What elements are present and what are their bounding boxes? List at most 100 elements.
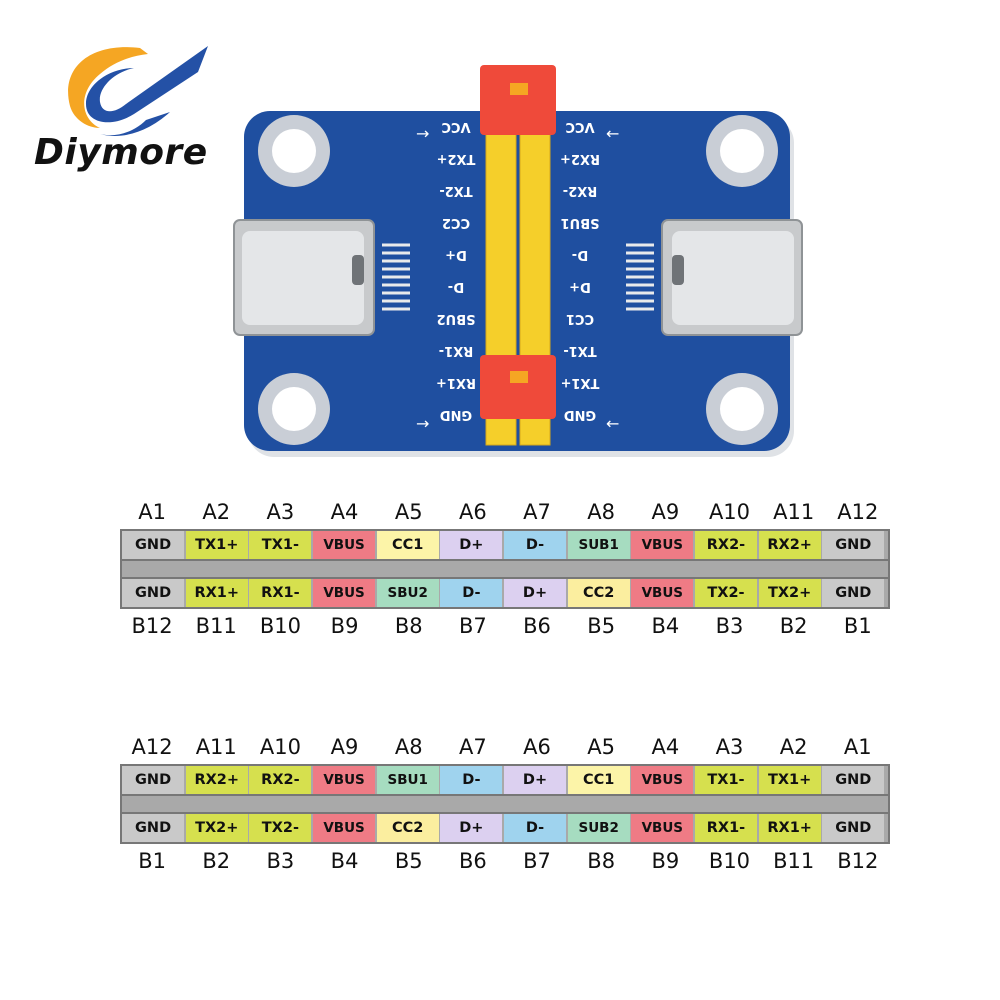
pin-number-label: A10	[708, 500, 751, 524]
pin-cell: D-	[503, 531, 567, 559]
pin-number-label: A10	[259, 735, 301, 759]
brand-logo	[68, 46, 208, 136]
pin-number-label: B2	[202, 849, 231, 873]
pin-number-label: B8	[587, 849, 616, 873]
pin-cell: TX2+	[185, 814, 248, 842]
pin-cell: TX1+	[185, 531, 248, 559]
pin-number-label: A7	[458, 735, 487, 759]
pin-cell: RX2-	[249, 766, 312, 794]
pin-cell: RX2+	[185, 766, 248, 794]
pin-cell: TX1+	[758, 766, 821, 794]
pin-number-label: A9	[651, 500, 680, 524]
pin-cell: CC1	[376, 531, 439, 559]
pin-number-label: A8	[587, 500, 616, 524]
pin-number-label: B12	[131, 614, 173, 638]
silkscreen-label: TX1-	[563, 343, 596, 358]
pin-cell: D+	[440, 814, 503, 842]
silkscreen-label: SBU1	[561, 215, 600, 230]
silkscreen-label: TX2+	[437, 151, 476, 166]
pin-cell: CC2	[376, 814, 439, 842]
silkscreen-label: GND	[440, 407, 473, 422]
silkscreen-label: VCC	[565, 119, 594, 134]
pin-cell: VBUS	[312, 814, 376, 842]
pin-number-label: B5	[394, 849, 423, 873]
pin-number-label: B6	[458, 849, 487, 873]
pin-number-label: B9	[651, 849, 680, 873]
silkscreen-label: D+	[445, 247, 467, 262]
pin-cell: D+	[503, 579, 567, 607]
pin-cell: VBUS	[631, 814, 694, 842]
pin-cell: VBUS	[312, 531, 376, 559]
pin-cell: TX1-	[694, 766, 758, 794]
pin-number-label: A5	[587, 735, 616, 759]
pin-number-label: A12	[837, 500, 879, 524]
pin-cell: GND	[822, 766, 885, 794]
pin-number-label: B3	[715, 614, 744, 638]
arrow-icon: ←	[606, 414, 619, 433]
jumper-bottom	[480, 355, 556, 419]
pin-number-label: A2	[202, 500, 231, 524]
pin-cell: GND	[822, 531, 885, 559]
pin-number-label: B4	[330, 849, 359, 873]
logo-swoosh-blue-tail	[100, 112, 170, 136]
pin-cell: D+	[503, 766, 567, 794]
pin-number-label: A8	[394, 735, 423, 759]
logo-swoosh-blue	[86, 46, 208, 123]
pin-number-label: B7	[523, 849, 551, 873]
pin-cell: SUB2	[567, 814, 630, 842]
usb-c-breakout-board: → ← → ← VCCTX2+TX2-CC2D+D-SBU2RX1-RX1+GN…	[233, 65, 803, 457]
pin-number-label: A11	[195, 735, 237, 759]
pin-cell: RX1+	[185, 579, 248, 607]
pin-number-label: B1	[138, 849, 166, 873]
brand-name: Diymore	[34, 132, 208, 173]
pin-cell: CC2	[567, 579, 630, 607]
pin-number-label: B10	[259, 614, 301, 638]
jumper-top	[480, 65, 556, 135]
silkscreen-label: RX1+	[436, 375, 476, 390]
pin-number-label: A5	[394, 500, 423, 524]
pin-cell: VBUS	[312, 579, 376, 607]
pin-number-label: B5	[587, 614, 616, 638]
silkscreen-label: RX1-	[439, 343, 473, 358]
pin-number-label: A6	[523, 735, 551, 759]
pin-cell: RX2+	[758, 531, 821, 559]
pin-number-label: A9	[330, 735, 359, 759]
pin-number-label: B4	[651, 614, 680, 638]
pin-number-label: A1	[843, 735, 872, 759]
pin-number-label: A12	[131, 735, 173, 759]
silkscreen-label: CC2	[442, 215, 470, 230]
pin-cell: GND	[822, 579, 885, 607]
pcb	[244, 111, 790, 451]
arrow-icon: ←	[606, 124, 619, 143]
silkscreen-label: GND	[564, 407, 597, 422]
pin-number-label: A4	[330, 500, 359, 524]
pin-number-label: A1	[138, 500, 166, 524]
pin-number-label: B9	[330, 614, 359, 638]
pin-cell: TX2-	[694, 579, 758, 607]
pin-number-label: B6	[523, 614, 551, 638]
logo-swoosh-orange	[68, 47, 148, 128]
pin-cell: RX1-	[249, 579, 312, 607]
pin-cell: VBUS	[631, 579, 694, 607]
arrow-icon: →	[416, 124, 429, 143]
pin-cell: CC1	[567, 766, 630, 794]
pin-cell: TX2+	[758, 579, 821, 607]
pin-cell: SUB1	[567, 531, 630, 559]
pin-cell: D-	[503, 814, 567, 842]
pin-cell: GND	[122, 766, 185, 794]
pin-cell: GND	[122, 814, 185, 842]
pin-number-label: B11	[195, 614, 237, 638]
silkscreen-label: D-	[572, 247, 588, 262]
pin-number-label: B11	[773, 849, 815, 873]
pin-number-label: A6	[458, 500, 487, 524]
